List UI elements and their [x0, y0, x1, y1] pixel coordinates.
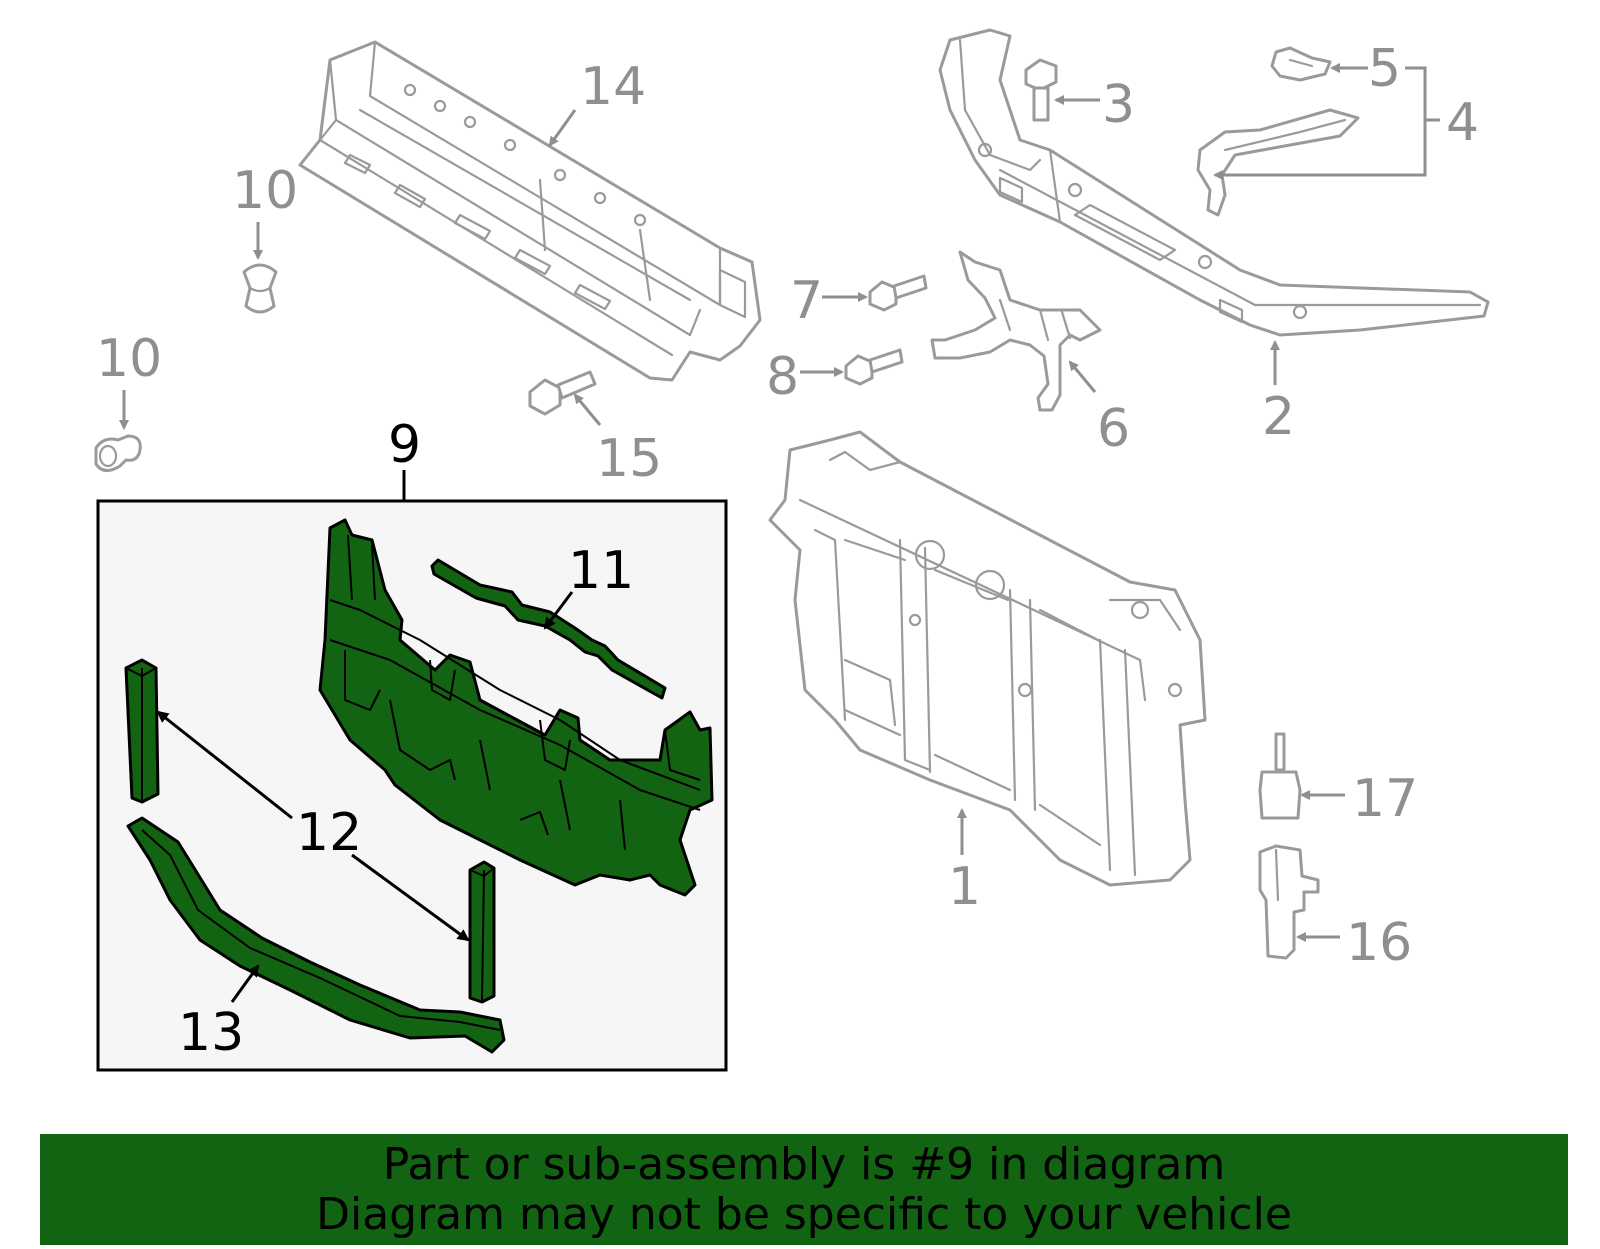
part-12-left-bracket: [124, 658, 160, 804]
part-2-upper-tie-bar: [938, 28, 1490, 337]
callout-10-lower: 10: [96, 329, 162, 389]
part-11-seal-strip: [430, 558, 667, 700]
part-12-right-bracket: [468, 860, 496, 1004]
part-7-bolt: [868, 274, 928, 312]
part-6-bracket: [930, 250, 1102, 412]
callout-17: 17: [1352, 769, 1418, 829]
part-3-bolt: [1024, 58, 1058, 122]
part-13-lower-beam: [126, 816, 506, 1054]
part-9-reinforcement: [318, 518, 714, 897]
callout-9: 9: [388, 415, 421, 475]
part-5-bracket: [1270, 46, 1332, 82]
part-4-bracket: [1196, 108, 1360, 217]
assembly-9-inset: [96, 499, 728, 1072]
part-16-sensor: [1258, 844, 1320, 960]
part-8-bolt: [844, 348, 904, 386]
callout-15: 15: [596, 429, 662, 489]
callout-1: 1: [948, 857, 981, 917]
callout-10-upper: 10: [232, 161, 298, 221]
callout-3: 3: [1102, 75, 1135, 135]
callout-8: 8: [766, 347, 799, 407]
callout-14: 14: [580, 57, 646, 117]
leader-lines: [119, 63, 1440, 942]
callout-6: 6: [1097, 399, 1130, 459]
banner-line-2: Diagram may not be specific to your vehi…: [316, 1189, 1292, 1240]
leader-lines-inset: [156, 470, 574, 1003]
callout-5: 5: [1368, 39, 1401, 99]
info-banner: Part or sub-assembly is #9 in diagram Di…: [40, 1134, 1568, 1245]
callout-7: 7: [790, 271, 823, 331]
callout-numbers: 14 10 10 15 3 5 4 7 8 6 2 1 17 16 9 11 1…: [96, 39, 1479, 1063]
part-1-radiator-support: [768, 430, 1207, 887]
callout-16: 16: [1346, 913, 1412, 973]
part-17-sensor: [1258, 732, 1302, 820]
callout-13: 13: [178, 1003, 244, 1063]
part-15-bolt: [528, 370, 597, 416]
banner-line-1: Part or sub-assembly is #9 in diagram: [382, 1139, 1226, 1190]
part-10-clip-lower: [94, 434, 142, 472]
callout-4: 4: [1446, 93, 1479, 153]
callout-2: 2: [1262, 387, 1295, 447]
callout-12: 12: [296, 803, 362, 863]
part-14-deflector: [298, 40, 762, 382]
part-10-clip-upper: [242, 263, 278, 314]
callout-11: 11: [568, 541, 634, 601]
